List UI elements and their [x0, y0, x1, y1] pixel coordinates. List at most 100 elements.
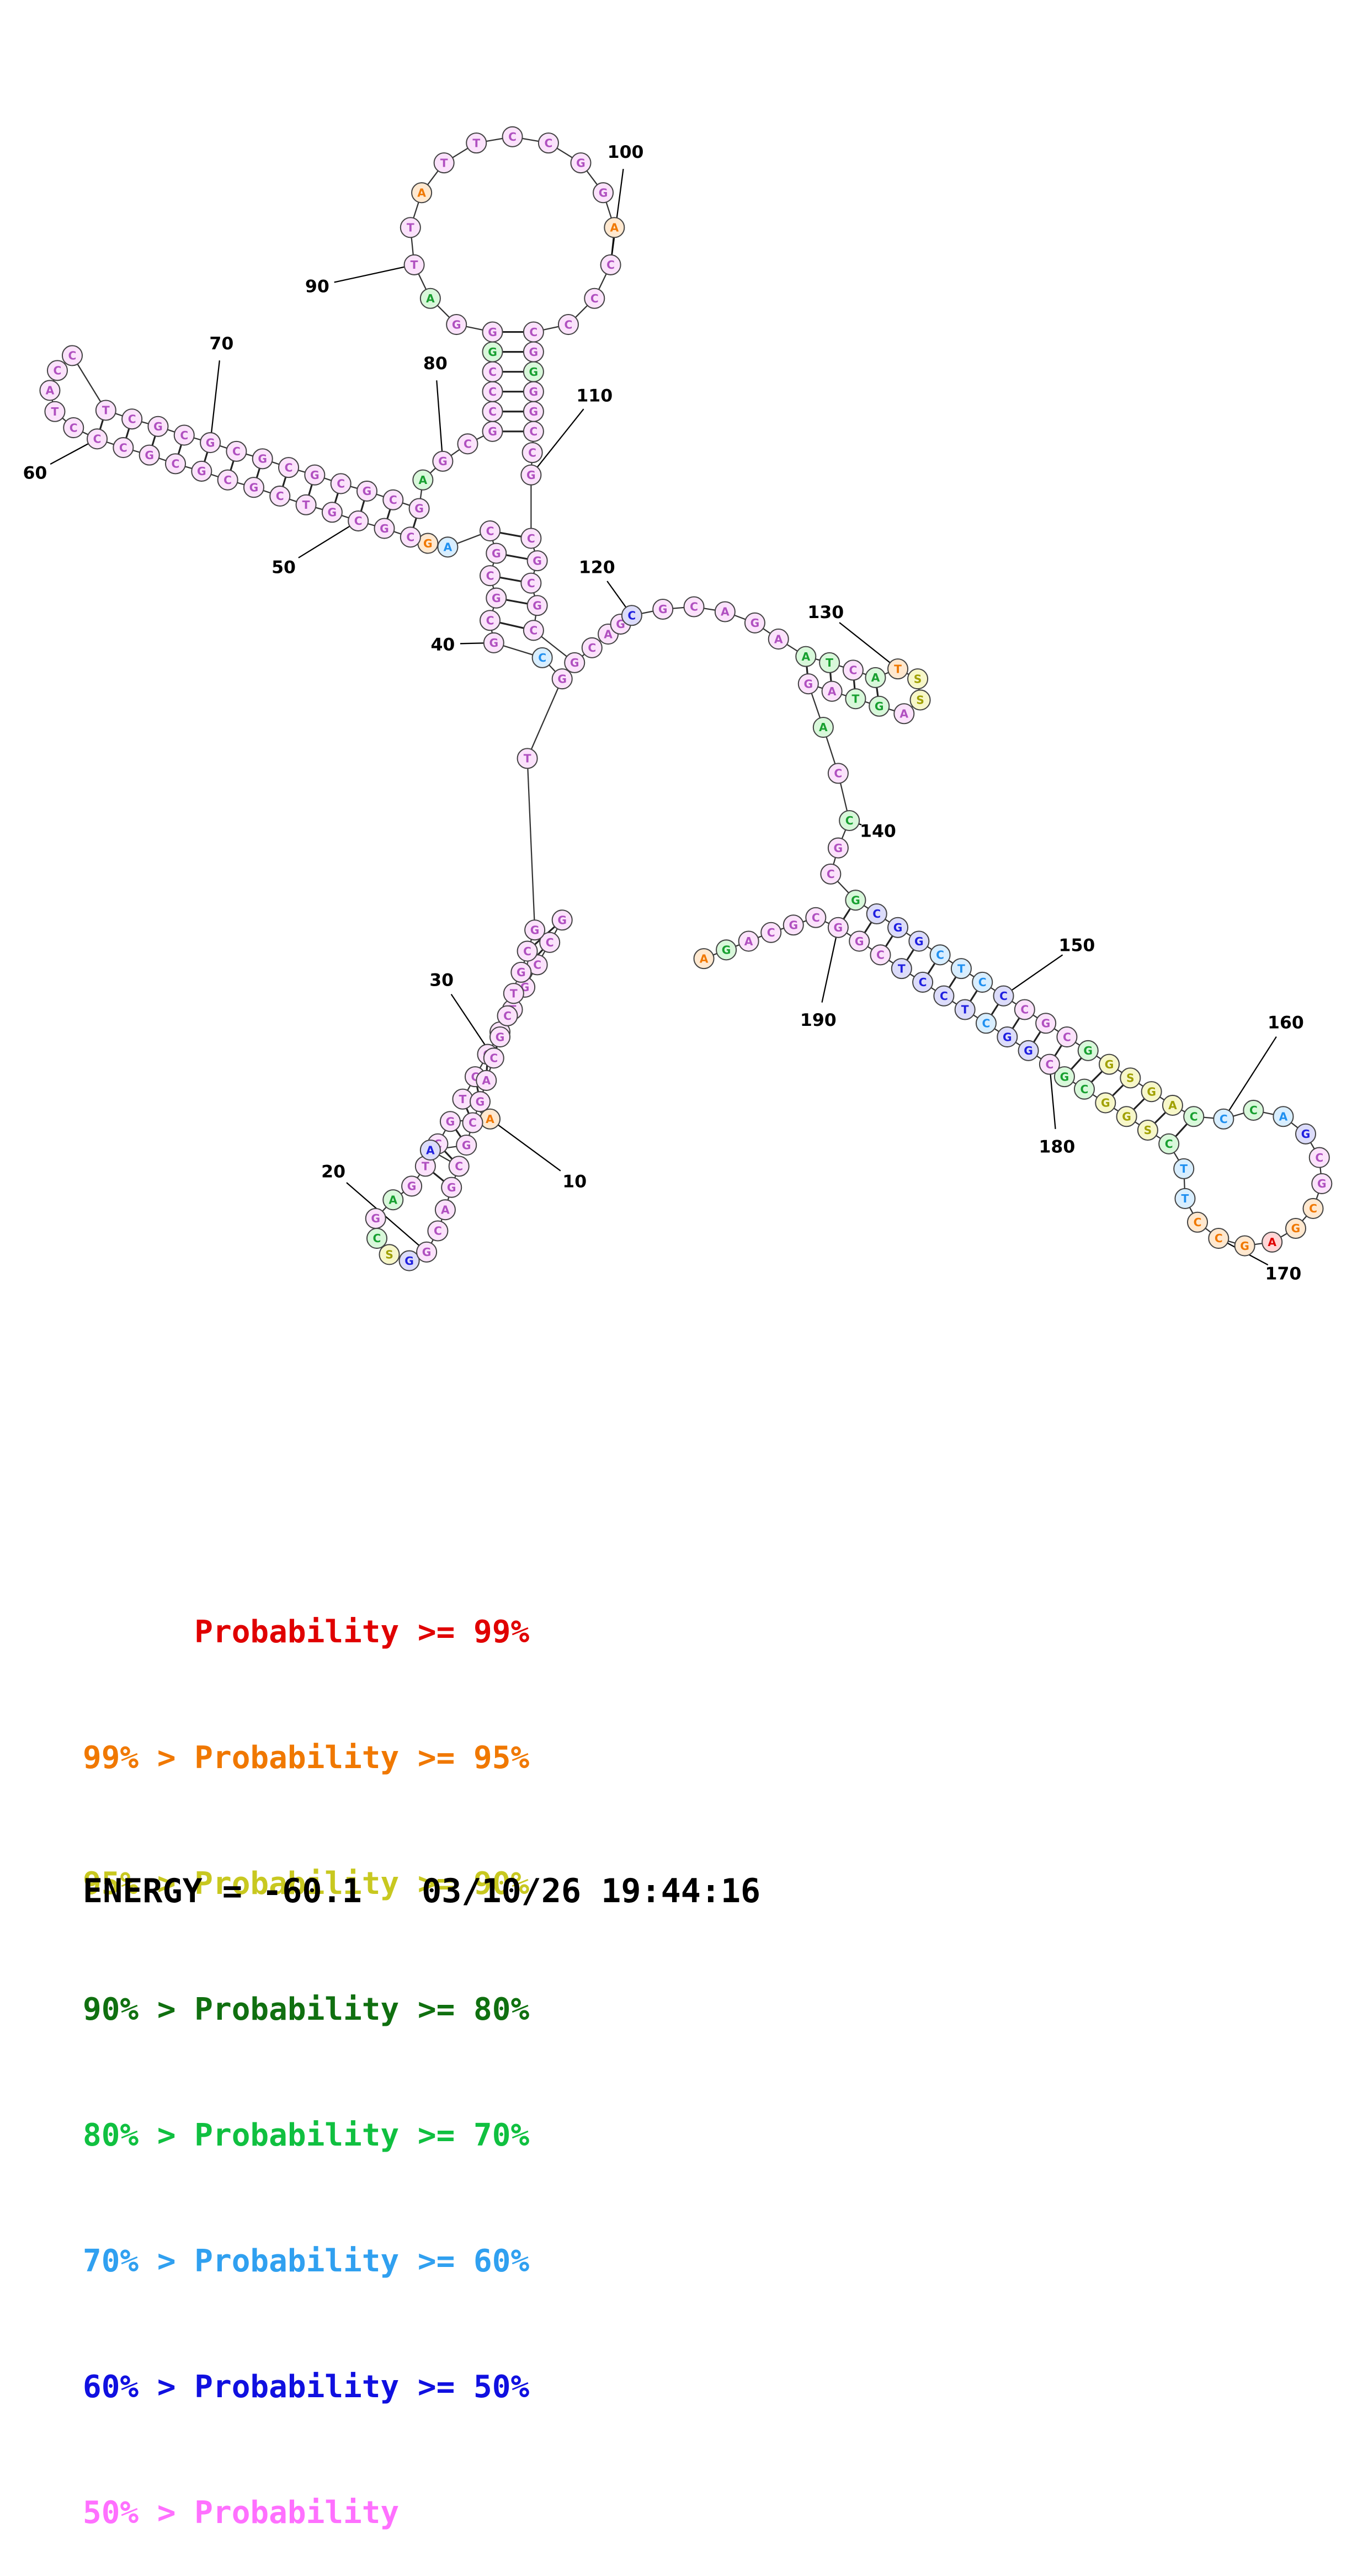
nucleotide-letter-26: G: [462, 1138, 471, 1152]
nucleotide-letter-179: G: [1060, 1070, 1069, 1083]
position-label-100: 100: [608, 142, 644, 162]
position-label-130: 130: [807, 603, 844, 622]
position-label-120: 120: [579, 558, 615, 578]
legend-line-80: 90% > Probability >= 80%: [83, 1992, 530, 2027]
nucleotide-node-188: [870, 944, 891, 966]
nucleotide-node-116: [564, 652, 585, 673]
nucleotide-node-63: [39, 380, 61, 401]
nucleotide-letter-79: A: [419, 473, 428, 487]
nucleotide-letter-129: A: [871, 671, 880, 684]
nucleotide-letter-29: A: [482, 1074, 491, 1087]
nucleotide-letter-68: G: [153, 420, 163, 433]
nucleotide-letter-113: C: [527, 577, 535, 590]
nucleotide-letter-52: T: [302, 498, 310, 512]
nucleotide-node-74: [304, 464, 326, 486]
nucleotide-letter-58: G: [145, 449, 154, 462]
nucleotide-node-60: [87, 428, 108, 450]
position-label-180: 180: [1039, 1137, 1076, 1157]
nucleotide-node-162: [1273, 1106, 1294, 1127]
nucleotide-letter-63: A: [46, 384, 55, 397]
nucleotide-node-25: [419, 1140, 441, 1161]
nucleotide-letter-97: G: [576, 156, 585, 169]
nucleotide-node-114: [526, 595, 548, 616]
nucleotide-letter-159: C: [1190, 1110, 1198, 1123]
nucleotide-node-31: [489, 1026, 511, 1048]
nucleotide-letter-53: C: [276, 489, 284, 503]
nucleotide-letter-188: C: [876, 949, 885, 962]
nucleotide-letter-22: A: [441, 1203, 450, 1216]
nucleotide-node-41: [479, 610, 501, 631]
position-label-170: 170: [1265, 1264, 1302, 1284]
nucleotide-node-126: [795, 646, 817, 667]
nucleotide-letter-121: G: [658, 603, 668, 616]
nucleotide-letter-28: G: [476, 1095, 485, 1108]
nucleotide-letter-143: G: [851, 893, 860, 907]
nucleotide-node-157: [1141, 1081, 1162, 1103]
nucleotide-node-155: [1099, 1053, 1120, 1075]
nucleotide-node-52: [295, 494, 317, 515]
nucleotide-node-166: [1302, 1197, 1324, 1220]
nucleotide-letter-32: C: [503, 1009, 512, 1023]
nucleotide-letter-36: G: [530, 923, 540, 936]
nucleotide-letter-59: C: [119, 441, 127, 454]
nucleotide-letter-153: C: [1063, 1030, 1071, 1044]
nucleotide-node-33: [503, 983, 524, 1004]
nucleotide-letter-186: C: [919, 976, 927, 989]
nucleotide-node-46: [437, 536, 459, 558]
nucleotide-letter-180: C: [1045, 1058, 1053, 1071]
nucleotide-node-129: [865, 667, 886, 688]
nucleotide-letter-124: G: [750, 616, 760, 630]
nucleotide-letter-139: C: [834, 767, 842, 780]
nucleotide-node-55: [217, 469, 238, 491]
nucleotide-node-173: [1173, 1158, 1195, 1179]
nucleotide-letter-109: C: [528, 446, 536, 459]
nucleotide-letter-87: G: [488, 326, 497, 339]
nucleotide-letter-19: G: [404, 1254, 414, 1268]
label-leader: [530, 408, 584, 476]
nucleotide-node-24: [448, 1156, 470, 1177]
nucleotide-letter-85: C: [488, 365, 497, 379]
label-leader: [209, 360, 220, 443]
nucleotide-node-91: [400, 217, 421, 238]
label-leader: [298, 520, 359, 558]
nucleotide-letter-134: G: [875, 700, 884, 713]
nucleotide-letter-145: G: [893, 921, 903, 934]
nucleotide-letter-181: G: [1024, 1044, 1033, 1057]
nucleotide-letter-191: C: [812, 911, 820, 924]
nucleotide-node-147: [929, 944, 951, 966]
nucleotide-node-176: [1116, 1106, 1137, 1127]
nucleotide-letter-65: C: [68, 349, 77, 363]
nucleotide-letter-150: C: [999, 989, 1008, 1003]
nucleotide-letter-110: G: [526, 469, 536, 482]
nucleotide-letter-108: C: [529, 425, 537, 438]
nucleotide-node-56: [191, 460, 212, 482]
position-label-80: 80: [423, 354, 448, 374]
nucleotide-letter-193: C: [767, 926, 775, 939]
nucleotide-node-77: [382, 489, 404, 510]
nucleotide-node-14: [401, 1175, 423, 1197]
nucleotide-node-127: [819, 652, 840, 673]
legend-line-90: 95% > Probability >= 90%: [83, 1866, 530, 1902]
nucleotide-node-73: [278, 457, 300, 478]
position-label-160: 160: [1268, 1013, 1304, 1032]
nucleotide-node-145: [887, 917, 909, 938]
label-leader: [821, 927, 839, 1003]
nucleotide-letter-80: G: [438, 455, 448, 468]
nucleotide-node-113: [520, 572, 542, 594]
nucleotide-node-43: [479, 565, 501, 587]
nucleotide-letter-41: C: [486, 614, 494, 627]
nucleotide-letter-163: G: [1301, 1127, 1311, 1141]
nucleotide-letter-101: C: [590, 292, 599, 305]
nucleotide-node-158: [1162, 1094, 1183, 1116]
nucleotide-node-190: [827, 917, 849, 938]
nucleotide-letter-170: C: [1215, 1232, 1223, 1245]
position-label-190: 190: [800, 1010, 837, 1030]
nucleotide-node-152: [1035, 1013, 1057, 1034]
nucleotide-letter-64: C: [54, 364, 62, 377]
nucleotide-letter-75: C: [337, 477, 345, 491]
nucleotide-node-68: [147, 416, 169, 437]
nucleotide-letter-71: C: [232, 445, 241, 458]
nucleotide-node-192: [783, 914, 804, 936]
nucleotide-letter-172: T: [1181, 1192, 1189, 1205]
nucleotide-letter-136: A: [828, 685, 837, 698]
